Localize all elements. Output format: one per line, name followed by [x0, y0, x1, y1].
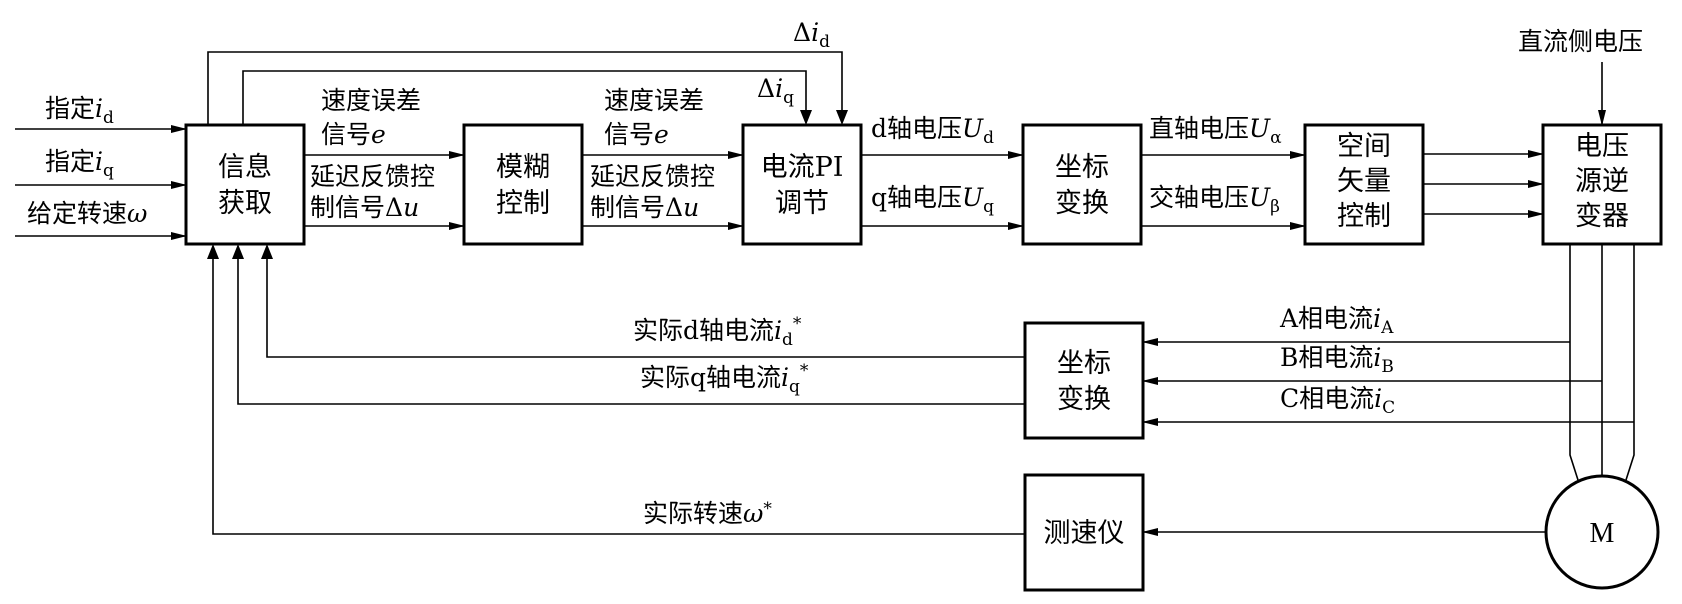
phase-lines — [1569, 244, 1635, 481]
delay-fb-2-line2: 制信号Δu — [590, 193, 699, 222]
actual-speed-path — [212, 258, 1025, 535]
inverter-block: 电压 源逆 变器 — [1541, 123, 1663, 246]
tachometer-block: 测速仪 — [1023, 473, 1145, 592]
fuzzy-block: 模糊 控制 — [462, 123, 584, 246]
ic-label: C相电流iC — [1280, 384, 1395, 418]
speed-error-1-line1: 速度误差 — [321, 86, 421, 115]
info-block-label-1: 信息 — [218, 152, 272, 183]
delta-id-label: Δid — [793, 18, 830, 52]
svm-label-2: 矢量 — [1337, 166, 1391, 197]
ib-label: B相电流iB — [1280, 343, 1394, 377]
motor: M — [1544, 474, 1660, 590]
svm-block: 空间 矢量 控制 — [1303, 123, 1425, 246]
fuzzy-block-label-2: 控制 — [496, 188, 550, 219]
fuzzy-block-label-1: 模糊 — [496, 152, 550, 183]
delay-fb-1-line1: 延迟反馈控 — [310, 162, 435, 191]
svm-label-3: 控制 — [1337, 201, 1391, 232]
speed-error-2-line1: 速度误差 — [604, 86, 704, 115]
info-block: 信息 获取 — [184, 123, 306, 246]
inverter-label-1: 电压 — [1575, 131, 1629, 162]
coord-transform-bottom-block: 坐标 变换 — [1023, 321, 1145, 440]
coord-transform-top-block: 坐标 变换 — [1021, 123, 1143, 246]
pi-block: 电流PI 调节 — [741, 123, 863, 246]
coord-bottom-label-2: 变换 — [1057, 384, 1111, 415]
coord-top-label-1: 坐标 — [1055, 152, 1109, 183]
svm-label-1: 空间 — [1337, 131, 1391, 162]
input-arrows — [15, 125, 187, 240]
delta-iq-label: Δiq — [757, 74, 794, 108]
coord-bottom-label-1: 坐标 — [1057, 348, 1111, 379]
input-speed-label: 给定转速ω — [27, 199, 147, 228]
ia-label: A相电流iA — [1279, 304, 1394, 338]
delta-id-path — [207, 51, 843, 125]
speed-error-1-line2: 信号e — [321, 120, 386, 149]
motor-label: M — [1590, 518, 1615, 549]
inverter-label-3: 变器 — [1575, 201, 1629, 232]
uq-label: q轴电压Uq — [871, 183, 994, 217]
pi-block-label-1: 电流PI — [761, 152, 844, 183]
dc-voltage-label: 直流侧电压 — [1518, 27, 1643, 56]
input-iq-label: 指定iq — [45, 147, 114, 181]
svm-to-inverter-arrows — [1423, 150, 1544, 218]
actual-id-label: 实际d轴电流id* — [633, 314, 802, 350]
delta-iq-path — [242, 70, 807, 125]
tachometer-label: 测速仪 — [1044, 518, 1125, 549]
actual-id-path — [266, 258, 1025, 358]
actual-iq-path — [237, 258, 1025, 405]
coord-top-label-2: 变换 — [1055, 188, 1109, 219]
info-block-label-2: 获取 — [218, 188, 272, 219]
delay-fb-2-line1: 延迟反馈控 — [590, 162, 715, 191]
input-id-label: 指定id — [45, 94, 114, 128]
ud-label: d轴电压Ud — [871, 114, 994, 148]
actual-speed-label: 实际转速ω* — [643, 499, 772, 528]
pi-block-label-2: 调节 — [775, 188, 829, 219]
actual-iq-label: 实际q轴电流iq* — [640, 361, 809, 397]
ubeta-label: 交轴电压Uβ — [1149, 183, 1280, 217]
speed-error-2-line2: 信号e — [604, 120, 669, 149]
ualpha-label: 直轴电压Uα — [1149, 114, 1282, 148]
inverter-label-2: 源逆 — [1575, 166, 1629, 197]
delay-fb-1-line2: 制信号Δu — [310, 193, 419, 222]
